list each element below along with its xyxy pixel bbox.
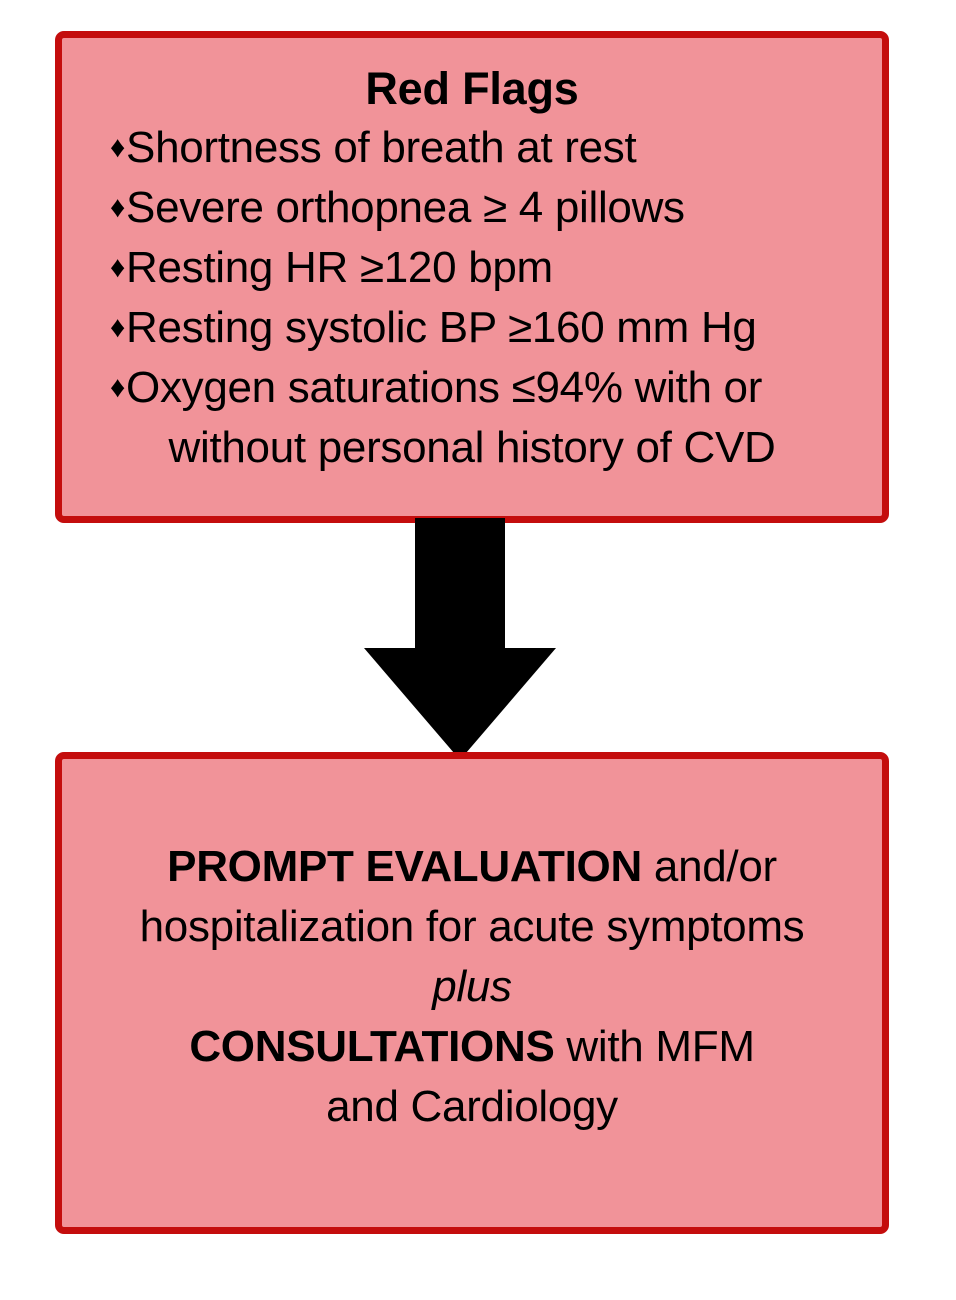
list-item: ♦Severe orthopnea ≥ 4 pillows — [62, 178, 882, 238]
action-line: CONSULTATIONS with MFM — [78, 1017, 866, 1077]
action-line-segment: plus — [432, 962, 512, 1011]
action-line-segment: hospitalization for acute symptoms — [139, 902, 805, 951]
action-line-segment: and/or — [641, 842, 777, 891]
diamond-bullet-icon: ♦ — [110, 371, 126, 404]
red-flags-node: Red Flags ♦Shortness of breath at rest ♦… — [55, 31, 889, 523]
list-item: ♦Resting systolic BP ≥160 mm Hg — [62, 298, 882, 358]
diamond-bullet-icon: ♦ — [110, 191, 126, 224]
diamond-bullet-icon: ♦ — [110, 311, 126, 344]
red-flags-bullet-list: ♦Shortness of breath at rest ♦Severe ort… — [62, 118, 882, 478]
action-node: PROMPT EVALUATION and/or hospitalization… — [55, 752, 889, 1234]
action-line: plus — [78, 957, 866, 1017]
action-line-segment: and Cardiology — [326, 1082, 618, 1131]
list-item-text: Resting systolic BP ≥160 mm Hg — [126, 303, 757, 352]
list-item: ♦Oxygen saturations ≤94% with or without… — [62, 358, 882, 478]
diamond-bullet-icon: ♦ — [110, 251, 126, 284]
diamond-bullet-icon: ♦ — [110, 131, 126, 164]
red-flags-title: Red Flags — [365, 63, 579, 114]
action-line-segment: with MFM — [554, 1022, 755, 1071]
action-line-segment: PROMPT EVALUATION — [167, 842, 642, 891]
action-line-segment: CONSULTATIONS — [189, 1022, 555, 1071]
list-item-text: Shortness of breath at rest — [126, 123, 637, 172]
list-item-text: Resting HR ≥120 bpm — [126, 243, 553, 292]
list-item-text-wrap: without personal history of CVD — [168, 423, 776, 472]
list-item-text: Oxygen saturations ≤94% with or — [126, 363, 763, 412]
list-item-text: Severe orthopnea ≥ 4 pillows — [126, 183, 685, 232]
action-line: PROMPT EVALUATION and/or — [78, 837, 866, 897]
list-item: ♦Shortness of breath at rest — [62, 118, 882, 178]
list-item: ♦Resting HR ≥120 bpm — [62, 238, 882, 298]
down-arrow-icon — [364, 518, 556, 760]
action-line: hospitalization for acute symptoms — [78, 897, 866, 957]
action-line-list: PROMPT EVALUATION and/or hospitalization… — [62, 837, 882, 1137]
action-line: and Cardiology — [78, 1077, 866, 1137]
